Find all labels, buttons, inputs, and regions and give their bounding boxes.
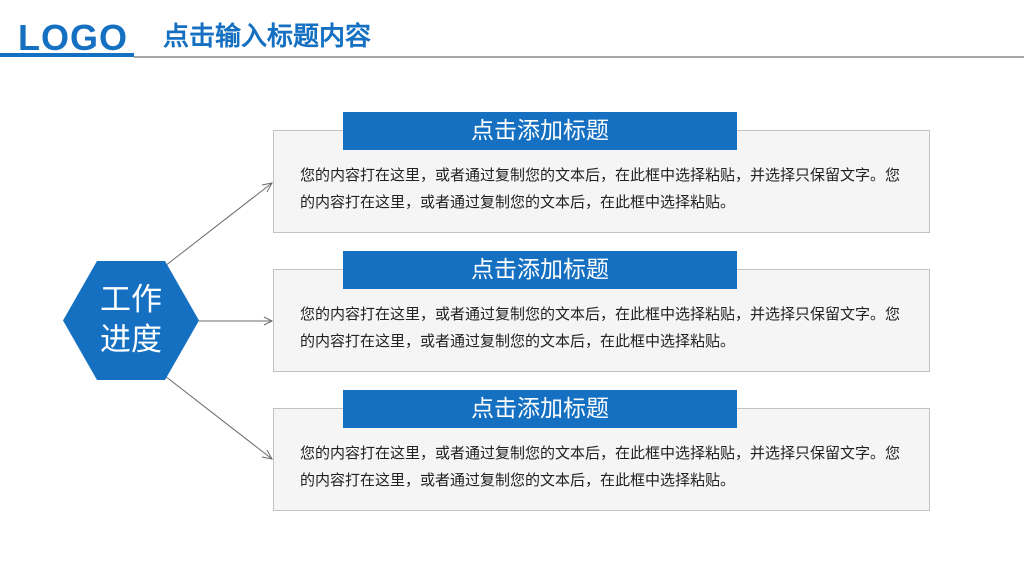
logo: LOGO [18,17,128,58]
hexagon-label-line2: 进度 [100,322,162,358]
hexagon-label: 工作 进度 [63,280,199,360]
connector-line-top [164,182,273,267]
connector-line-bottom [164,375,273,460]
card-body-text: 您的内容打在这里，或者通过复制您的文本后，在此框中选择粘贴，并选择只保留文字。您… [300,444,901,489]
arrow-head-middle [263,316,274,326]
hexagon-shape[interactable] [63,261,199,380]
arrow-head-top [261,182,273,193]
arrow-head-bottom [261,449,273,460]
card-title-3[interactable]: 点击添加标题 [343,390,737,428]
hexagon-label-line1: 工作 [100,282,162,318]
card-title-2[interactable]: 点击添加标题 [343,251,737,289]
card-body-text: 您的内容打在这里，或者通过复制您的文本后，在此框中选择粘贴，并选择只保留文字。您… [300,305,901,350]
card-body-text: 您的内容打在这里，或者通过复制您的文本后，在此框中选择粘贴，并选择只保留文字。您… [300,166,901,211]
header-rule [134,56,1024,58]
page-title[interactable]: 点击输入标题内容 [163,22,372,52]
card-title-1[interactable]: 点击添加标题 [343,112,737,150]
header-rule-accent [0,53,134,57]
